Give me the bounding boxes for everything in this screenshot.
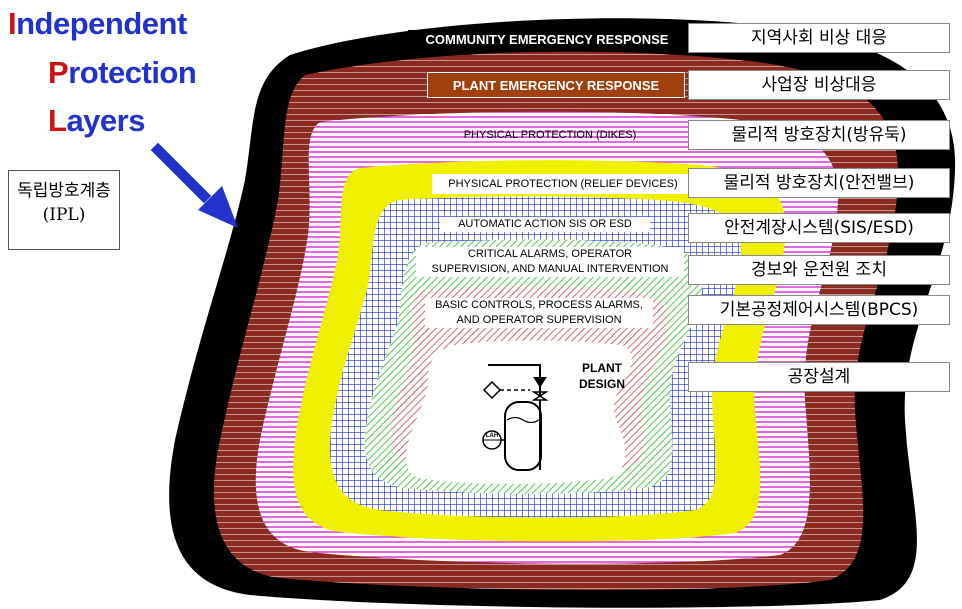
title-rest-1: ndependent [16,6,187,41]
title-line-2: Protection [48,55,197,91]
label-plant-design-line2: DESIGN [578,377,625,391]
label-bpcs-line2: AND OPERATOR SUPERVISION [456,314,622,326]
feed-line [488,364,541,380]
title-rest-3: ayers [66,103,145,138]
control-valve [531,391,549,401]
korean-plant-design: 공장설계 [688,362,950,392]
label-relief: PHYSICAL PROTECTION (RELIEF DEVICES) [432,174,694,194]
title-line-1: Independent [8,6,187,42]
layer-plant-design [405,340,632,484]
korean-sis: 안전계장시스템(SIS/ESD) [688,213,950,243]
label-alarms-line2: SUPERVISION, AND MANUAL INTERVENTION [431,263,669,275]
process-sketch [482,364,549,471]
feed-arrow [533,377,547,388]
title-initial-l: L [48,103,67,138]
korean-dikes: 물리적 방호장치(방유둑) [688,120,950,150]
korean-plant-emergency: 사업장 비상대응 [688,70,950,100]
label-bpcs-line1: BASIC CONTROLS, PROCESS ALARMS, [435,299,643,311]
label-community: COMMUNITY EMERGENCY RESPONSE [408,30,686,50]
label-bpcs: BASIC CONTROLS, PROCESS ALARMS, AND OPER… [425,298,653,328]
label-sis: AUTOMATIC ACTION SIS OR ESD [440,217,650,232]
label-plant-emergency: PLANT EMERGENCY RESPONSE [427,72,685,98]
label-dikes: PHYSICAL PROTECTION (DIKES) [463,129,637,141]
title-initial-i: I [8,6,17,41]
label-plant-design: PLANT DESIGN [570,360,634,392]
title-initial-p: P [48,55,69,90]
controller-diamond [482,380,502,400]
korean-alarms: 경보와 운전원 조치 [688,255,950,285]
title-line-3: Layers [48,103,145,139]
title-rest-2: rotection [68,55,197,90]
lah-label: LAH [486,433,498,439]
label-plant-design-line1: PLANT [582,361,622,375]
ipl-box: 독립방호계층 (IPL) [8,170,120,250]
label-alarms-line1: CRITICAL ALARMS, OPERATOR [467,248,633,260]
korean-relief: 물리적 방호장치(안전밸브) [688,168,950,198]
arrow-head-icon [198,186,238,228]
pointer-arrow [149,141,238,228]
korean-bpcs: 기본공정제어시스템(BPCS) [688,295,950,325]
ipl-korean: 독립방호계층 [17,181,111,201]
liquid-level [506,416,540,424]
korean-community: 지역사회 비상 대응 [688,23,950,53]
label-alarms: CRITICAL ALARMS, OPERATOR SUPERVISION, A… [416,247,684,277]
arrow-shaft [149,141,213,205]
ipl-abbrev: (IPL) [42,205,86,225]
